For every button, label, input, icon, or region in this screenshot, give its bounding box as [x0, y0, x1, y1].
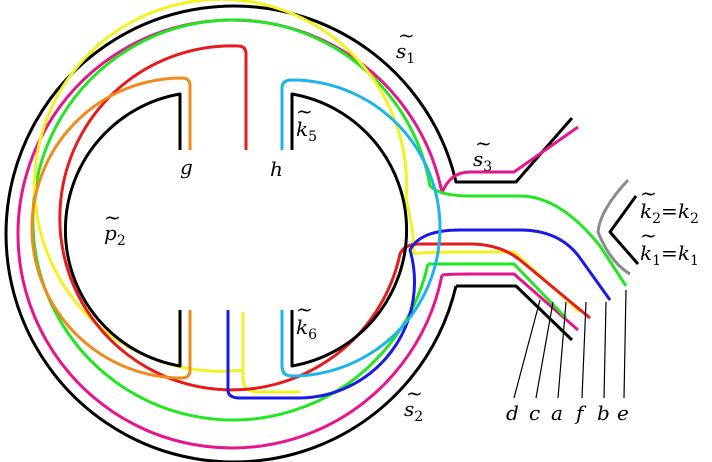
label-k6: k6 ~ [296, 297, 317, 343]
svg-text:k5: k5 [296, 117, 317, 145]
magenta-curve [16, 18, 579, 450]
label-d: d [506, 401, 519, 425]
green-lower-arm [428, 262, 568, 320]
label-p2: p2 ~ [104, 205, 126, 249]
blue-curve [226, 228, 612, 400]
outer-black-boundary [4, 4, 574, 462]
magenta-lower-arm [441, 272, 579, 332]
label-k5: k5 ~ [296, 99, 317, 145]
svg-text:~: ~ [398, 23, 415, 47]
svg-text:k1=k1: k1=k1 [640, 241, 699, 269]
arrow-b [603, 301, 607, 399]
arrow-d [513, 299, 541, 399]
orange-curve [30, 76, 192, 380]
inner-black-left-top [63, 92, 182, 368]
black-chevron [608, 195, 640, 265]
label-g: g [180, 155, 193, 179]
label-s3: s3 ~ [473, 131, 492, 175]
label-a: a [551, 401, 563, 425]
svg-text:p2: p2 [104, 221, 126, 249]
red-curve [58, 44, 591, 392]
label-k2-equals: ~ k2=k2 [640, 181, 699, 227]
svg-text:~: ~ [640, 181, 657, 205]
label-e: e [617, 401, 629, 425]
svg-text:~: ~ [296, 297, 313, 321]
yellow-lower-arm [413, 250, 582, 314]
green-curve [31, 18, 628, 422]
svg-text:s1: s1 [396, 39, 415, 67]
svg-text:k2=k2: k2=k2 [640, 199, 699, 227]
arrow-e [623, 289, 627, 399]
label-s2: s2 ~ [404, 381, 423, 425]
arrow-c [535, 301, 554, 399]
label-f: f [574, 401, 587, 425]
svg-text:~: ~ [296, 99, 313, 123]
label-h: h [270, 157, 283, 181]
svg-text:~: ~ [640, 223, 657, 247]
inner-black-right-top [290, 92, 409, 368]
arrow-a [557, 301, 567, 399]
label-s1: s1 ~ [396, 23, 415, 67]
label-c: c [529, 401, 540, 425]
arrow-f [581, 301, 587, 399]
label-k1-equals: ~ k1=k1 [640, 223, 699, 269]
cyan-curve [280, 78, 442, 378]
svg-text:s2: s2 [404, 397, 423, 425]
gray-arc [596, 178, 631, 276]
svg-text:~: ~ [104, 205, 121, 229]
svg-text:~: ~ [406, 381, 423, 405]
label-b: b [597, 401, 610, 425]
svg-text:~: ~ [475, 131, 492, 155]
svg-text:s3: s3 [473, 147, 492, 175]
outer-black-lower-arm [456, 284, 574, 342]
svg-text:k6: k6 [296, 315, 317, 343]
